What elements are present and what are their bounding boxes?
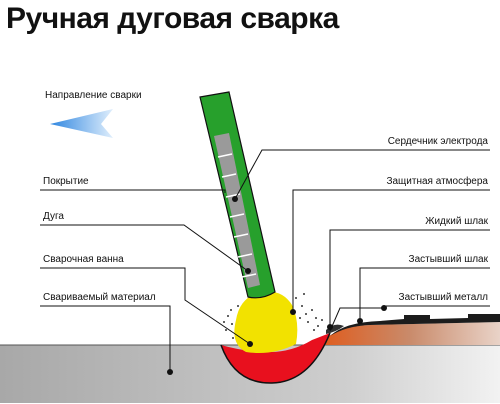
label-weld-pool: Сварочная ванна	[43, 254, 124, 265]
label-electrode-core: Сердечник электрода	[387, 136, 488, 147]
label-arc: Дуга	[43, 211, 64, 222]
label-liquid-slag: Жидкий шлак	[425, 216, 488, 227]
leader-lines	[40, 149, 490, 372]
spatter-dots	[223, 293, 323, 339]
label-shielding-gas: Защитная атмосфера	[386, 176, 488, 187]
arc-zone	[234, 291, 298, 353]
label-coating: Покрытие	[43, 176, 89, 187]
weld-pool	[221, 333, 330, 384]
weld-bead	[318, 322, 500, 345]
solid-slag	[330, 314, 500, 336]
page-title: Ручная дуговая сварка	[6, 2, 339, 35]
direction-arrow	[50, 109, 113, 138]
label-solid-slag: Застывший шлак	[408, 254, 488, 265]
leader-dots	[167, 196, 387, 375]
direction-label: Направление сварки	[45, 90, 142, 101]
electrode-core	[214, 133, 260, 288]
label-base-material: Свариваемый материал	[43, 292, 156, 303]
label-solid-metal: Застывший металл	[398, 292, 488, 303]
